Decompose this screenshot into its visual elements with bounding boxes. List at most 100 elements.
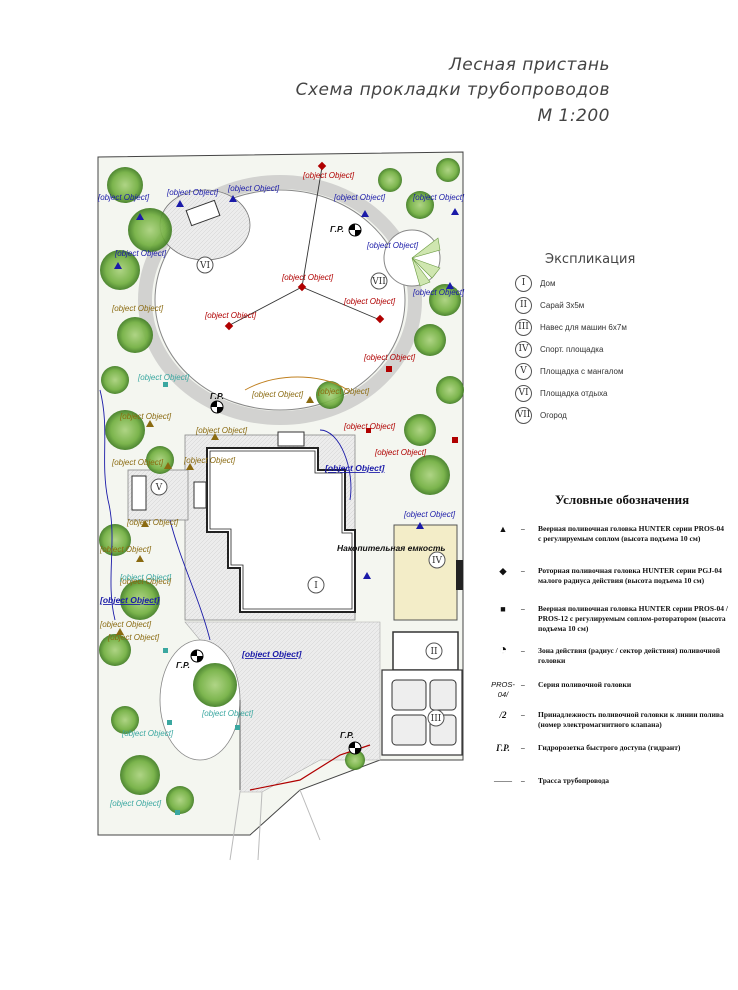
label-hydrant: Г.Р.: [330, 224, 344, 234]
zone-vi: VI: [199, 261, 210, 271]
legend-text: Веерная поливочная головка HUNTER серии …: [538, 524, 725, 543]
legend-symbol: ▲: [498, 524, 508, 534]
explication-label: Площадка отдыха: [540, 388, 608, 398]
zone-markers: I II III IV V VI VII: [150, 256, 446, 727]
explication-number: III: [515, 318, 532, 336]
legend-symbol: Г.Р.: [496, 743, 510, 753]
explication-item: I Дом: [515, 274, 555, 292]
label-hydrant: Г.Р.: [210, 391, 224, 401]
label-drip: [object Object]: [324, 463, 386, 473]
zone-v: V: [155, 483, 163, 493]
legend-text: Роторная поливочная головка HUNTER серии…: [538, 566, 722, 585]
explication-item: V Площадка с мангалом: [515, 362, 624, 380]
legend-title: Условные обозначения: [555, 492, 690, 507]
label-olive: [object Object]: [119, 577, 172, 586]
explication-number: VII: [515, 406, 532, 424]
label-olive: [object Object]: [99, 545, 152, 554]
legend-text: Принадлежность поливочной головки к лини…: [538, 710, 724, 729]
label-olive: [object Object]: [183, 456, 236, 465]
legend-text: Веерная поливочная головка HUNTER серии …: [538, 604, 729, 633]
label-olive: [object Object]: [251, 390, 304, 399]
label-red: [object Object]: [302, 171, 355, 180]
plan-subtitle: Схема прокладки трубопроводов: [295, 80, 610, 100]
label-cyan: [object Object]: [119, 573, 172, 582]
path-ring: [138, 175, 422, 425]
label-red: [object Object]: [204, 311, 257, 320]
rest-area-vi: [159, 189, 251, 261]
label-olive: [object Object]: [195, 426, 248, 435]
legend-symbol: ■: [500, 604, 506, 614]
explication-item: III Навес для машин 6х7м: [515, 318, 627, 336]
label-drip: [object Object]: [99, 595, 161, 605]
explication-label: Огород: [540, 410, 567, 420]
label-cyan: [object Object]: [121, 729, 174, 738]
label-red: [object Object]: [374, 448, 427, 457]
legend-symbol: ◆: [499, 566, 507, 576]
house-i: [206, 447, 356, 613]
label-blue: [object Object]: [412, 193, 465, 202]
explication-item: II Сарай 3х5м: [515, 296, 584, 314]
explication-item: VII Огород: [515, 406, 567, 424]
label-blue: [object Object]: [366, 241, 419, 250]
explication-number: VI: [515, 384, 532, 402]
label-olive: [object Object]: [111, 458, 164, 467]
label-olive: [object Object]: [99, 620, 152, 629]
legend-symbol: PROS-04/: [491, 680, 515, 699]
explication-label: Навес для машин 6х7м: [540, 322, 627, 332]
hydrants: [190, 223, 362, 755]
legend-symbol: /2: [499, 710, 507, 720]
plan-title: Лесная пристань: [448, 55, 610, 75]
explication-label: Площадка с мангалом: [540, 366, 624, 376]
plan-scale: М 1:200: [537, 106, 610, 126]
label-red: [object Object]: [343, 422, 396, 431]
label-red: [object Object]: [281, 273, 334, 282]
explication-number: V: [515, 362, 532, 380]
explication-label: Сарай 3х5м: [540, 300, 585, 310]
explication-number: IV: [515, 340, 532, 358]
legend-symbol: ——: [494, 776, 512, 786]
explication-title: Экспликация: [545, 252, 636, 267]
trees: [99, 158, 464, 814]
label-blue: [object Object]: [227, 184, 280, 193]
legend-text: Гидророзетка быстрого доступа (гидрант): [538, 743, 681, 752]
label-cyan: [object Object]: [137, 373, 190, 382]
label-blue: [object Object]: [114, 249, 167, 258]
label-olive: [object Object]: [107, 633, 160, 642]
label-blue: [object Object]: [412, 288, 465, 297]
label-blue: [object Object]: [166, 188, 219, 197]
zone-vii: VII: [371, 277, 386, 287]
explication-number: I: [515, 274, 532, 292]
zone-i: I: [314, 581, 318, 591]
label-blue: [object Object]: [97, 193, 150, 202]
sport-area-iv: [393, 524, 458, 621]
legend-text: Серия поливочной головки: [538, 680, 632, 689]
explication-item: IV Спорт. площадка: [515, 340, 603, 358]
legend-text: Зона действия (радиус / сектор действия)…: [538, 646, 721, 665]
label-hydrant: Г.Р.: [340, 730, 354, 740]
label-blue: [object Object]: [403, 510, 456, 519]
zone-ii: II: [430, 647, 438, 657]
explication-label: Дом: [540, 278, 556, 288]
label-tank: Накопительная емкость: [337, 543, 445, 553]
label-olive: [object Object]: [119, 412, 172, 421]
label-red: [object Object]: [363, 353, 416, 362]
zone-iv: IV: [432, 556, 443, 566]
explication-item: VI Площадка отдыха: [515, 384, 607, 402]
vegetable-garden-vii: [383, 229, 441, 287]
zone-iii: III: [431, 714, 442, 724]
label-olive: [object Object]: [317, 387, 370, 396]
label-blue: [object Object]: [333, 193, 386, 202]
label-drip: [object Object]: [241, 649, 303, 659]
label-cyan: [object Object]: [109, 799, 162, 808]
sprinkler-heads: [114, 161, 459, 815]
legend-text: Трасса трубопровода: [538, 776, 610, 785]
label-cyan: [object Object]: [201, 709, 254, 718]
label-olive: [object Object]: [126, 518, 179, 527]
bench: [185, 199, 221, 227]
label-red: [object Object]: [343, 297, 396, 306]
explication-number: II: [515, 296, 532, 314]
explication-label: Спорт. площадка: [540, 344, 604, 354]
label-olive: [object Object]: [111, 304, 164, 313]
legend-symbol: ◔: [498, 643, 508, 658]
